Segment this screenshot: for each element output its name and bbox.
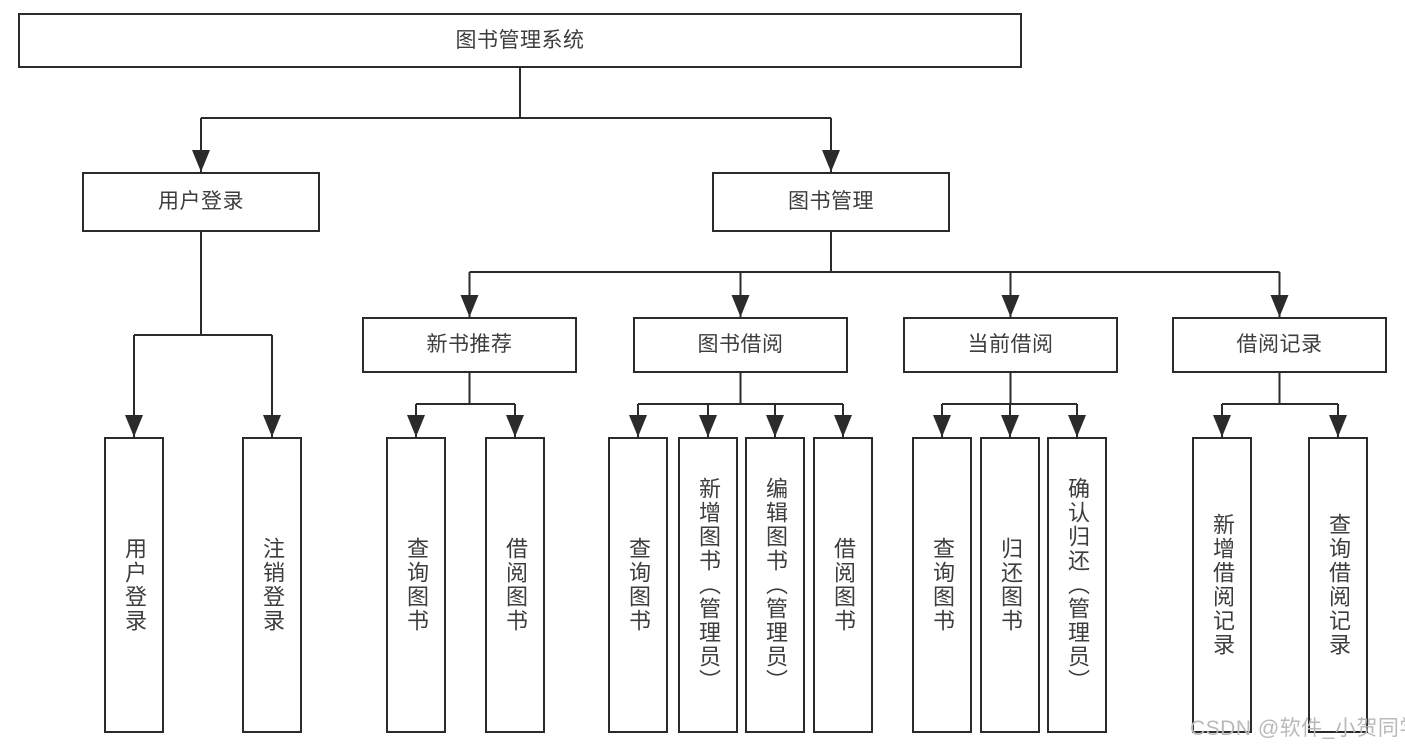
node-leaf-nb-borrow[interactable]: 借阅图书 (485, 437, 545, 733)
node-label: 用户登录 (158, 190, 244, 214)
arrowhead-icon (506, 415, 524, 437)
arrowhead-icon (1001, 295, 1020, 317)
arrowhead-icon (933, 415, 951, 437)
arrowhead-icon (460, 295, 479, 317)
arrowhead-icon (192, 150, 210, 172)
node-leaf-bw-edit[interactable]: 编辑图书（管理员） (745, 437, 805, 733)
node-label: 编辑图书（管理员） (763, 477, 788, 693)
node-label: 借阅记录 (1236, 333, 1323, 357)
node-label: 当前借阅 (967, 333, 1054, 357)
node-label: 归还图书 (998, 537, 1023, 633)
node-label: 图书管理 (788, 190, 874, 214)
arrowhead-icon (125, 415, 143, 437)
node-label: 借阅图书 (831, 537, 856, 633)
node-label: 图书管理系统 (455, 28, 585, 52)
arrowhead-icon (407, 415, 425, 437)
arrowhead-icon (699, 415, 717, 437)
arrowhead-icon (731, 295, 750, 317)
node-leaf-nb-query[interactable]: 查询图书 (386, 437, 446, 733)
node-leaf-logout[interactable]: 注销登录 (242, 437, 302, 733)
node-leaf-bw-borrow[interactable]: 借阅图书 (813, 437, 873, 733)
node-leaf-rc-add[interactable]: 新增借阅记录 (1192, 437, 1252, 733)
node-records[interactable]: 借阅记录 (1172, 317, 1387, 373)
node-bookmgmt[interactable]: 图书管理 (712, 172, 950, 232)
node-current[interactable]: 当前借阅 (903, 317, 1118, 373)
arrowhead-icon (822, 150, 840, 172)
node-label: 新增图书（管理员） (696, 477, 721, 693)
node-label: 注销登录 (260, 537, 285, 633)
node-label: 图书借阅 (697, 333, 784, 357)
arrowhead-icon (1068, 415, 1086, 437)
node-label: 查询图书 (930, 537, 955, 633)
node-leaf-cu-conf[interactable]: 确认归还（管理员） (1047, 437, 1107, 733)
arrowhead-icon (1001, 415, 1019, 437)
node-label: 查询借阅记录 (1326, 513, 1351, 657)
arrowhead-icon (1213, 415, 1231, 437)
node-label: 新书推荐 (426, 333, 513, 357)
arrowhead-icon (834, 415, 852, 437)
node-label: 查询图书 (626, 537, 651, 633)
node-leaf-login[interactable]: 用户登录 (104, 437, 164, 733)
arrowhead-icon (629, 415, 647, 437)
node-leaf-bw-add[interactable]: 新增图书（管理员） (678, 437, 738, 733)
node-leaf-cu-query[interactable]: 查询图书 (912, 437, 972, 733)
node-login[interactable]: 用户登录 (82, 172, 320, 232)
node-label: 借阅图书 (503, 537, 528, 633)
node-newbook[interactable]: 新书推荐 (362, 317, 577, 373)
arrowhead-icon (766, 415, 784, 437)
node-leaf-rc-query[interactable]: 查询借阅记录 (1308, 437, 1368, 733)
node-label: 新增借阅记录 (1210, 513, 1235, 657)
node-root[interactable]: 图书管理系统 (18, 13, 1022, 68)
node-borrow[interactable]: 图书借阅 (633, 317, 848, 373)
node-label: 确认归还（管理员） (1065, 477, 1090, 693)
node-label: 用户登录 (122, 537, 147, 633)
arrowhead-icon (1270, 295, 1289, 317)
node-leaf-bw-query[interactable]: 查询图书 (608, 437, 668, 733)
node-label: 查询图书 (404, 537, 429, 633)
node-leaf-cu-return[interactable]: 归还图书 (980, 437, 1040, 733)
arrowhead-icon (263, 415, 281, 437)
arrowhead-icon (1329, 415, 1347, 437)
